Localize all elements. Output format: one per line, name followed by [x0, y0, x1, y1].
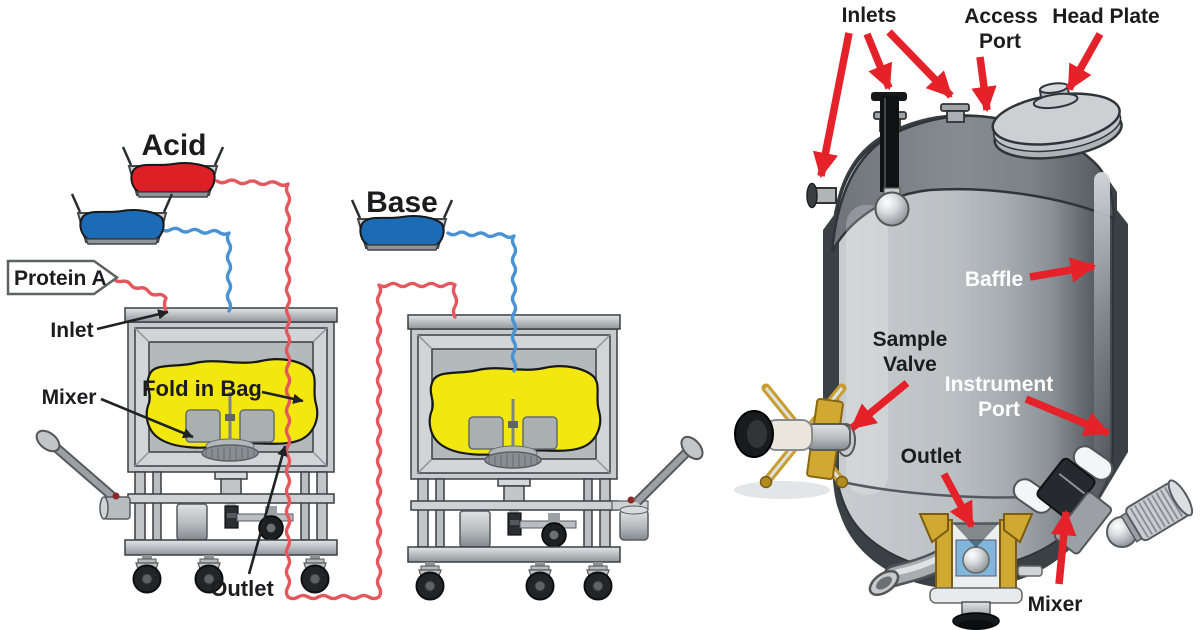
- mixing-carts-diagram: Protein A Acid Base Inlet Mixer Fold in …: [6, 129, 704, 601]
- side-inlet-nozzle: [806, 182, 837, 209]
- outlet-pointer-arrow: [247, 445, 288, 575]
- inlets-arrow-2: [863, 32, 893, 91]
- cart1-handle: [35, 429, 131, 520]
- base-tote: [350, 198, 454, 251]
- label-instrument-port: Port: [978, 398, 1020, 421]
- label-outlet-tank: Outlet: [901, 445, 962, 468]
- label-protein-a: Protein A: [14, 267, 107, 290]
- sprayball: [874, 191, 910, 227]
- label-inlet: Inlet: [50, 319, 93, 342]
- fold-in-bag-pointer-arrow: [261, 390, 304, 404]
- inlet-pointer-arrow: [96, 309, 169, 331]
- mixer-pointer-arrow: [100, 397, 194, 439]
- inlet-port-right: [940, 103, 970, 123]
- head-plate-cap: [1032, 82, 1079, 110]
- dip-tube: [871, 92, 910, 227]
- label-access-port: Port: [979, 30, 1021, 53]
- outlet-valve-assembly: [868, 513, 1043, 630]
- protein-a-tag: Protein A: [6, 259, 120, 296]
- access-port-arrow: [971, 56, 997, 113]
- outlet-tank-arrow: [940, 472, 976, 528]
- tube-base: [446, 230, 518, 373]
- label-outlet-cart: Outlet: [210, 576, 274, 601]
- sample-valve-assembly: [734, 383, 856, 489]
- baffle-arrow: [1029, 257, 1097, 283]
- blue-tote-1: [70, 192, 174, 245]
- label-baffle: Baffle: [965, 268, 1023, 291]
- mixer-assembly: [1012, 445, 1194, 555]
- label-sample-valve: Valve: [883, 353, 937, 376]
- mixing-cart-1: [125, 308, 337, 594]
- label-mixer-tank: Mixer: [1028, 593, 1083, 616]
- tube-buffer-blue: [159, 226, 233, 313]
- tube-acid-to-outlet-transfer: [215, 178, 459, 601]
- label-inlets: Inlets: [842, 4, 897, 27]
- label-acid: Acid: [141, 129, 206, 162]
- instrument-port-arrow: [1024, 395, 1111, 437]
- cart2-handle: [611, 435, 704, 541]
- mixer-motor: [1120, 479, 1194, 543]
- mixer-tank-arrow: [1051, 509, 1077, 585]
- label-fold-in-bag: Fold in Bag: [142, 376, 262, 401]
- label-head-plate: Head Plate: [1052, 5, 1159, 28]
- label-mixer-cart: Mixer: [42, 386, 97, 409]
- tank-diagram: Inlets Access Port Head Plate Baffle Sam…: [734, 4, 1194, 630]
- head-plate-arrow: [1065, 32, 1104, 91]
- label-instrument: Instrument: [945, 373, 1054, 396]
- inlets-arrow-1: [812, 32, 853, 179]
- head-plate: [991, 82, 1123, 160]
- label-sample: Sample: [873, 328, 948, 351]
- valve-shadow: [734, 481, 830, 499]
- sample-valve-arrow: [849, 380, 910, 431]
- inlets-arrow-3: [886, 29, 954, 99]
- label-access: Access: [964, 5, 1038, 28]
- label-base: Base: [366, 186, 438, 219]
- acid-tote: [121, 145, 225, 198]
- tube-protein-a: [111, 276, 168, 313]
